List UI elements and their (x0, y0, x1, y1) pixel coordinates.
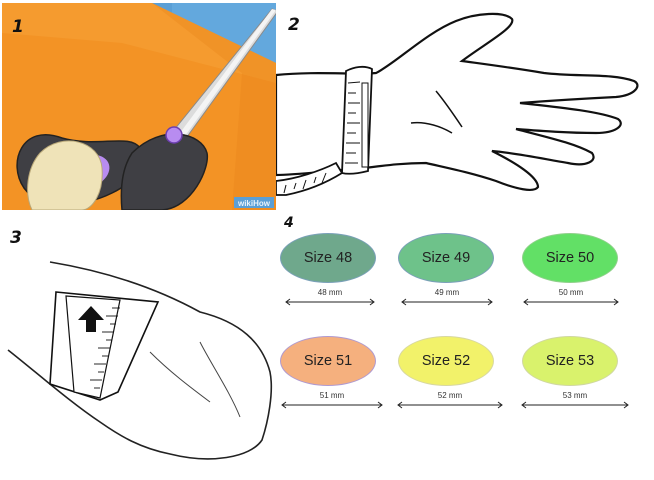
measure-49: 49 mm (400, 288, 494, 306)
double-arrow-icon (521, 401, 629, 409)
step-3-illustration: 3 (0, 222, 278, 480)
step-4-size-chart: 4 Size 48 Size 49 Size 50 48 mm 49 mm 50… (276, 215, 654, 480)
double-arrow-icon (285, 298, 375, 306)
wrist-icon (7, 261, 273, 460)
size-51-badge: Size 51 (280, 336, 376, 386)
size-51-label: Size 51 (303, 353, 353, 369)
double-arrow-icon (523, 298, 619, 306)
size-49-badge: Size 49 (398, 233, 494, 283)
size-52-badge: Size 52 (398, 336, 494, 386)
measure-48-label: 48 mm (317, 288, 343, 297)
size-48-label: Size 48 (303, 250, 353, 266)
measure-50: 50 mm (522, 288, 620, 306)
measure-50-label: 50 mm (558, 288, 584, 297)
size-48-badge: Size 48 (280, 233, 376, 283)
watermark: wikiHow (237, 199, 270, 208)
size-49-label: Size 49 (421, 250, 471, 266)
double-arrow-icon (397, 401, 503, 409)
measure-52-label: 52 mm (437, 391, 463, 400)
size-53-badge: Size 53 (522, 336, 618, 386)
size-50-label: Size 50 (545, 250, 595, 266)
measure-53-label: 53 mm (562, 391, 588, 400)
size-53-label: Size 53 (545, 353, 595, 369)
size-50-badge: Size 50 (522, 233, 618, 283)
size-52-label: Size 52 (421, 353, 471, 369)
measure-52: 52 mm (396, 391, 504, 409)
step-1-illustration: wikiHow 1 (2, 3, 276, 210)
arrow-up-icon (78, 306, 104, 332)
scissors-icon (2, 3, 276, 210)
measure-48: 48 mm (284, 288, 376, 306)
hand-icon (276, 12, 639, 196)
double-arrow-icon (401, 298, 493, 306)
measure-49-label: 49 mm (434, 288, 460, 297)
measure-51: 51 mm (280, 391, 384, 409)
step-1-number: 1 (12, 17, 24, 37)
step-2-number: 2 (288, 15, 300, 35)
measure-51-label: 51 mm (319, 391, 345, 400)
step-4-number: 4 (284, 215, 294, 231)
step-3-number: 3 (10, 228, 22, 248)
step-2-illustration: 2 (276, 3, 654, 215)
measure-53: 53 mm (520, 391, 630, 409)
double-arrow-icon (281, 401, 383, 409)
